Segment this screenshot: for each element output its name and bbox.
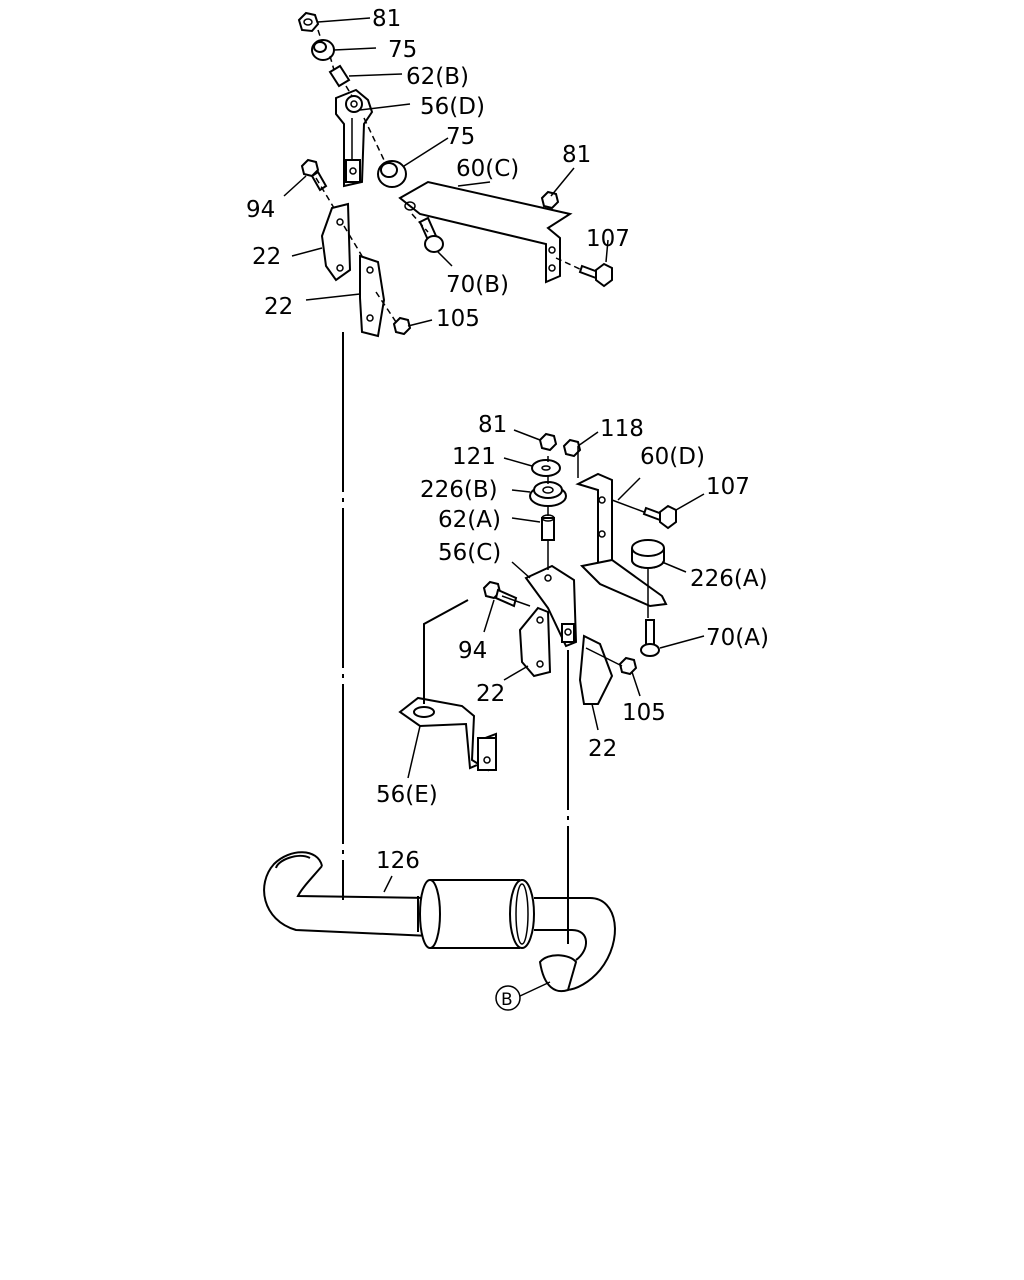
- label-94-top: 94: [246, 197, 275, 223]
- nut-81-right: [540, 190, 560, 210]
- bolt-107-top: [578, 262, 613, 288]
- label-81-mid: 81: [478, 412, 507, 438]
- label-226a: 226(A): [690, 566, 768, 592]
- bolt-107-mid: [642, 504, 677, 530]
- label-81-top: 81: [372, 6, 401, 32]
- label-56d: 56(D): [420, 94, 485, 120]
- label-107-top: 107: [586, 226, 630, 252]
- label-70b: 70(B): [446, 272, 509, 298]
- label-70a: 70(A): [706, 625, 769, 651]
- label-81-right: 81: [562, 142, 591, 168]
- label-105-top: 105: [436, 306, 480, 332]
- label-62a: 62(A): [438, 507, 501, 533]
- label-94-mid: 94: [458, 638, 487, 664]
- bolt-94-top: [300, 158, 328, 192]
- clamp-22-d: [578, 634, 614, 705]
- label-107-mid: 107: [706, 474, 750, 500]
- bushing-75-mid: [377, 160, 407, 188]
- cushion-226b: [529, 481, 567, 507]
- bracket-60d: [575, 472, 668, 608]
- label-75-top: 75: [388, 37, 417, 63]
- clamp-22-b: [359, 254, 386, 338]
- nut-81-mid: [538, 432, 558, 452]
- reference-b-circle: [495, 985, 521, 1011]
- label-62b: 62(B): [406, 64, 469, 90]
- bushing-75-top: [311, 39, 335, 61]
- label-60d: 60(D): [640, 444, 705, 470]
- bolt-70a: [640, 619, 660, 657]
- label-b: B: [501, 990, 513, 1010]
- nut-105-top: [392, 316, 412, 336]
- label-22-c: 22: [476, 681, 505, 707]
- clamp-22-c: [518, 606, 552, 678]
- label-118: 118: [600, 416, 644, 442]
- bracket-56c: [524, 564, 578, 648]
- bracket-60c: [398, 180, 573, 284]
- collar-62b: [328, 64, 351, 88]
- label-105-mid: 105: [622, 700, 666, 726]
- nut-81-top: [297, 11, 320, 33]
- label-121: 121: [452, 444, 496, 470]
- nut-118: [562, 438, 582, 458]
- stabilizer-bar-126: [263, 851, 616, 993]
- bracket-56d: [335, 88, 374, 188]
- bracket-56e: [398, 696, 497, 772]
- label-60c: 60(C): [456, 156, 519, 182]
- clamp-22-a: [320, 202, 352, 282]
- label-126: 126: [376, 848, 420, 874]
- label-226b: 226(B): [420, 477, 498, 503]
- bolt-94-mid: [482, 580, 518, 608]
- nut-105-mid: [618, 656, 638, 676]
- cushion-226a: [631, 539, 665, 569]
- collar-62a: [541, 514, 555, 541]
- bolt-70b: [418, 216, 444, 253]
- label-22-a: 22: [252, 244, 281, 270]
- label-56c: 56(C): [438, 540, 501, 566]
- label-22-d: 22: [588, 736, 617, 762]
- label-56e: 56(E): [376, 782, 438, 808]
- label-22-b: 22: [264, 294, 293, 320]
- label-75-mid: 75: [446, 124, 475, 150]
- washer-121: [531, 459, 561, 477]
- guide-line-56e: [423, 599, 469, 704]
